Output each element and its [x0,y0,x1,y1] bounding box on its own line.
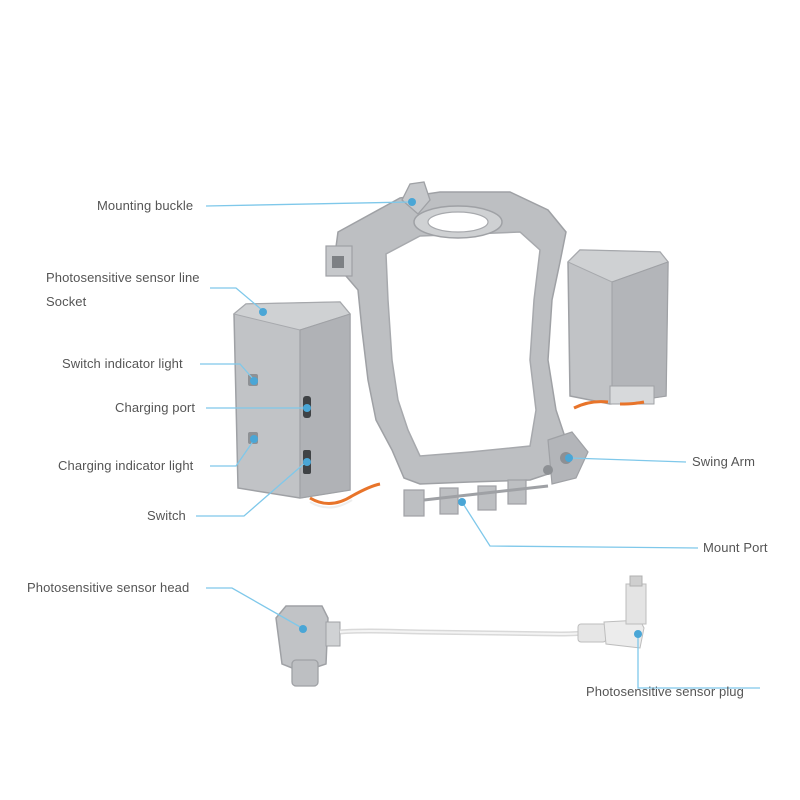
leader-mounting-buckle [206,202,410,206]
label-socket: Socket [46,294,86,310]
dot-charging-port [303,404,311,412]
label-charging-indicator-light: Charging indicator light [58,458,193,474]
dot-sensor-line-socket [259,308,267,316]
dot-swing-arm [565,454,573,462]
dot-switch [303,458,311,466]
label-switch: Switch [147,508,186,524]
label-charging-port: Charging port [115,400,195,416]
dot-sensor-plug [634,630,642,638]
label-photosensitive-sensor-plug: Photosensitive sensor plug [586,684,744,700]
sensor-cable [276,576,646,686]
label-switch-indicator-light: Switch indicator light [62,356,183,372]
leader-sensor-plug [638,634,760,688]
mount-frame [326,182,588,516]
label-mounting-buckle: Mounting buckle [97,198,193,214]
right-box [568,250,668,408]
label-swing-arm: Swing Arm [692,454,755,470]
label-mount-port: Mount Port [703,540,768,556]
leader-swing-arm [570,458,686,462]
dot-sensor-head [299,625,307,633]
label-photosensitive-sensor-head: Photosensitive sensor head [27,580,189,596]
dot-mounting-buckle [408,198,416,206]
dot-mount-port [458,498,466,506]
dot-switch-indicator [250,377,258,385]
dot-charging-indicator [250,435,258,443]
label-photosensitive-sensor-line: Photosensitive sensor line [46,270,200,286]
leader-mount-port [462,502,698,548]
